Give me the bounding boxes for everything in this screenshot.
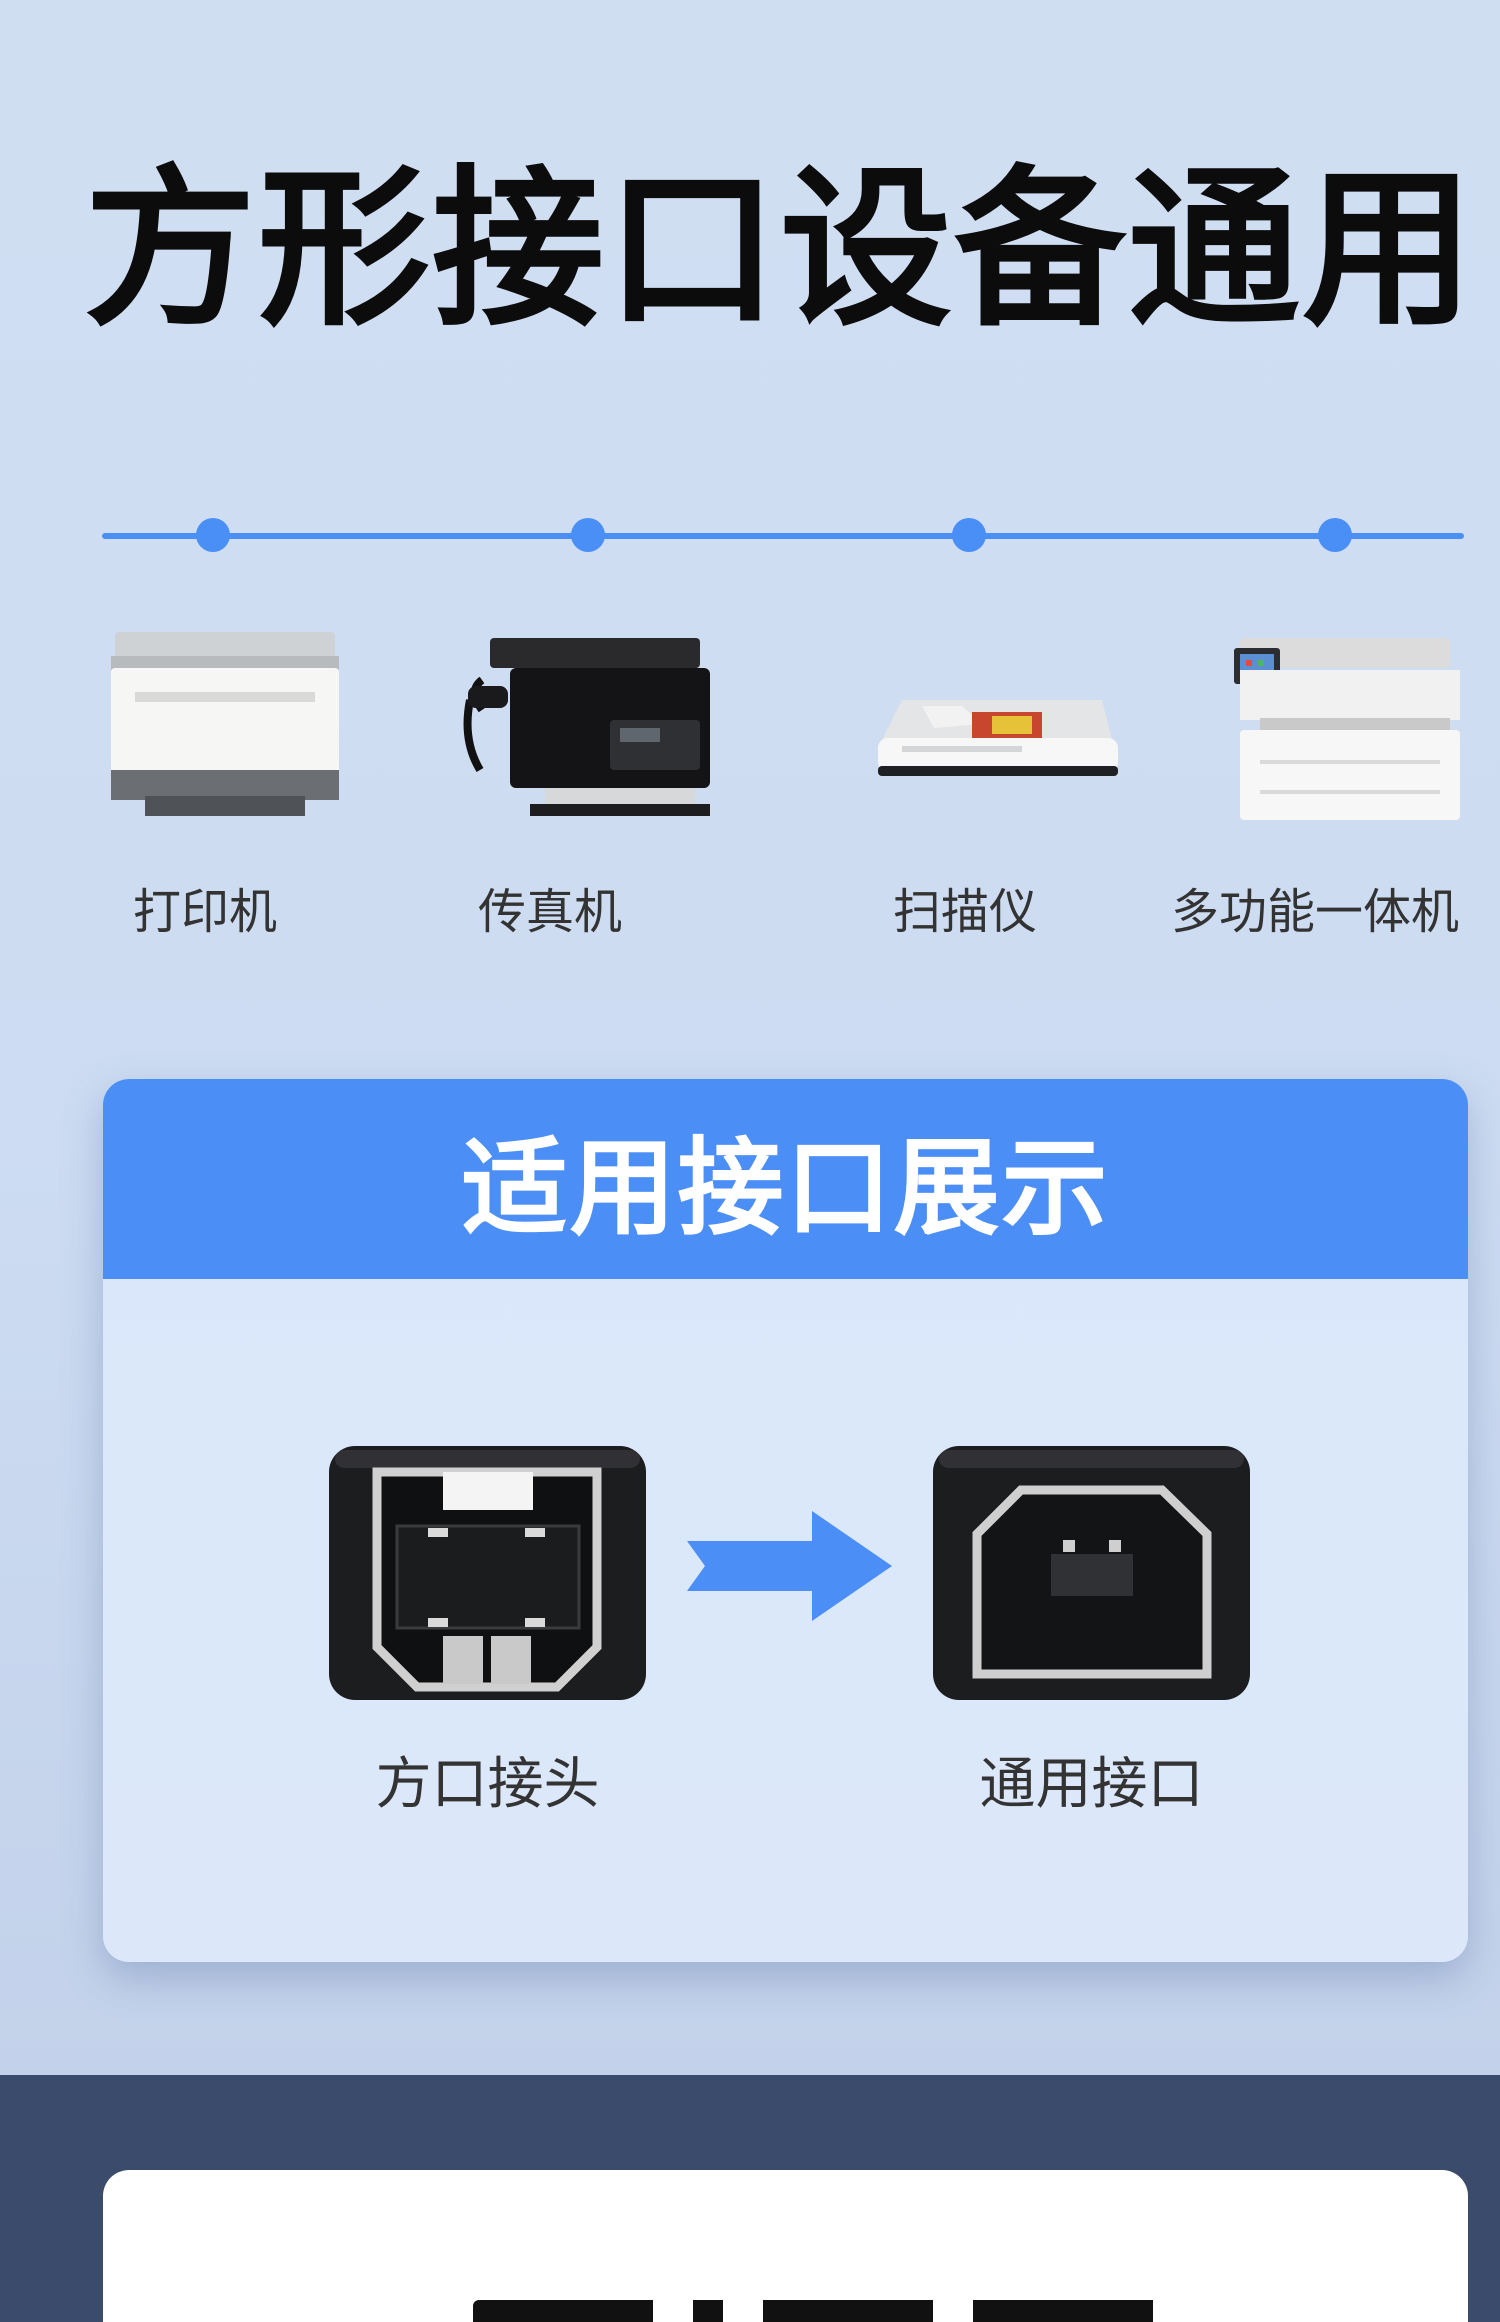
page-title: 方形接口设备通用 (84, 149, 1476, 350)
lower-section (0, 2075, 1500, 2322)
device-label-fax: 传真机 (477, 884, 622, 940)
card-header: 适用接口展示 (103, 1079, 1468, 1279)
next-card (103, 2170, 1468, 2322)
fax-machine-icon (450, 620, 750, 840)
next-card-title-partial (473, 2300, 1233, 2322)
card-title: 适用接口展示 (461, 1127, 1110, 1250)
multifunction-printer-icon (1200, 620, 1500, 840)
timeline-dot-1 (196, 518, 230, 552)
interface-card: 适用接口展示 (103, 1079, 1468, 1962)
timeline-line (102, 533, 1464, 539)
timeline-dot-4 (1318, 518, 1352, 552)
square-plug-icon (325, 1442, 650, 1704)
scanner-icon (842, 620, 1142, 840)
device-label-multifunction: 多功能一体机 (1170, 884, 1459, 940)
port-label: 通用接口 (979, 1752, 1204, 1817)
device-label-printer: 打印机 (132, 884, 277, 940)
device-label-scanner: 扫描仪 (892, 884, 1037, 940)
timeline-dot-3 (952, 518, 986, 552)
plug-label: 方口接头 (375, 1752, 600, 1817)
printer-icon (75, 620, 375, 840)
upper-section: 方形接口设备通用 (0, 0, 1500, 2075)
usb-b-port-icon (929, 1442, 1254, 1704)
arrow-right-icon (687, 1511, 892, 1621)
timeline-dot-2 (571, 518, 605, 552)
